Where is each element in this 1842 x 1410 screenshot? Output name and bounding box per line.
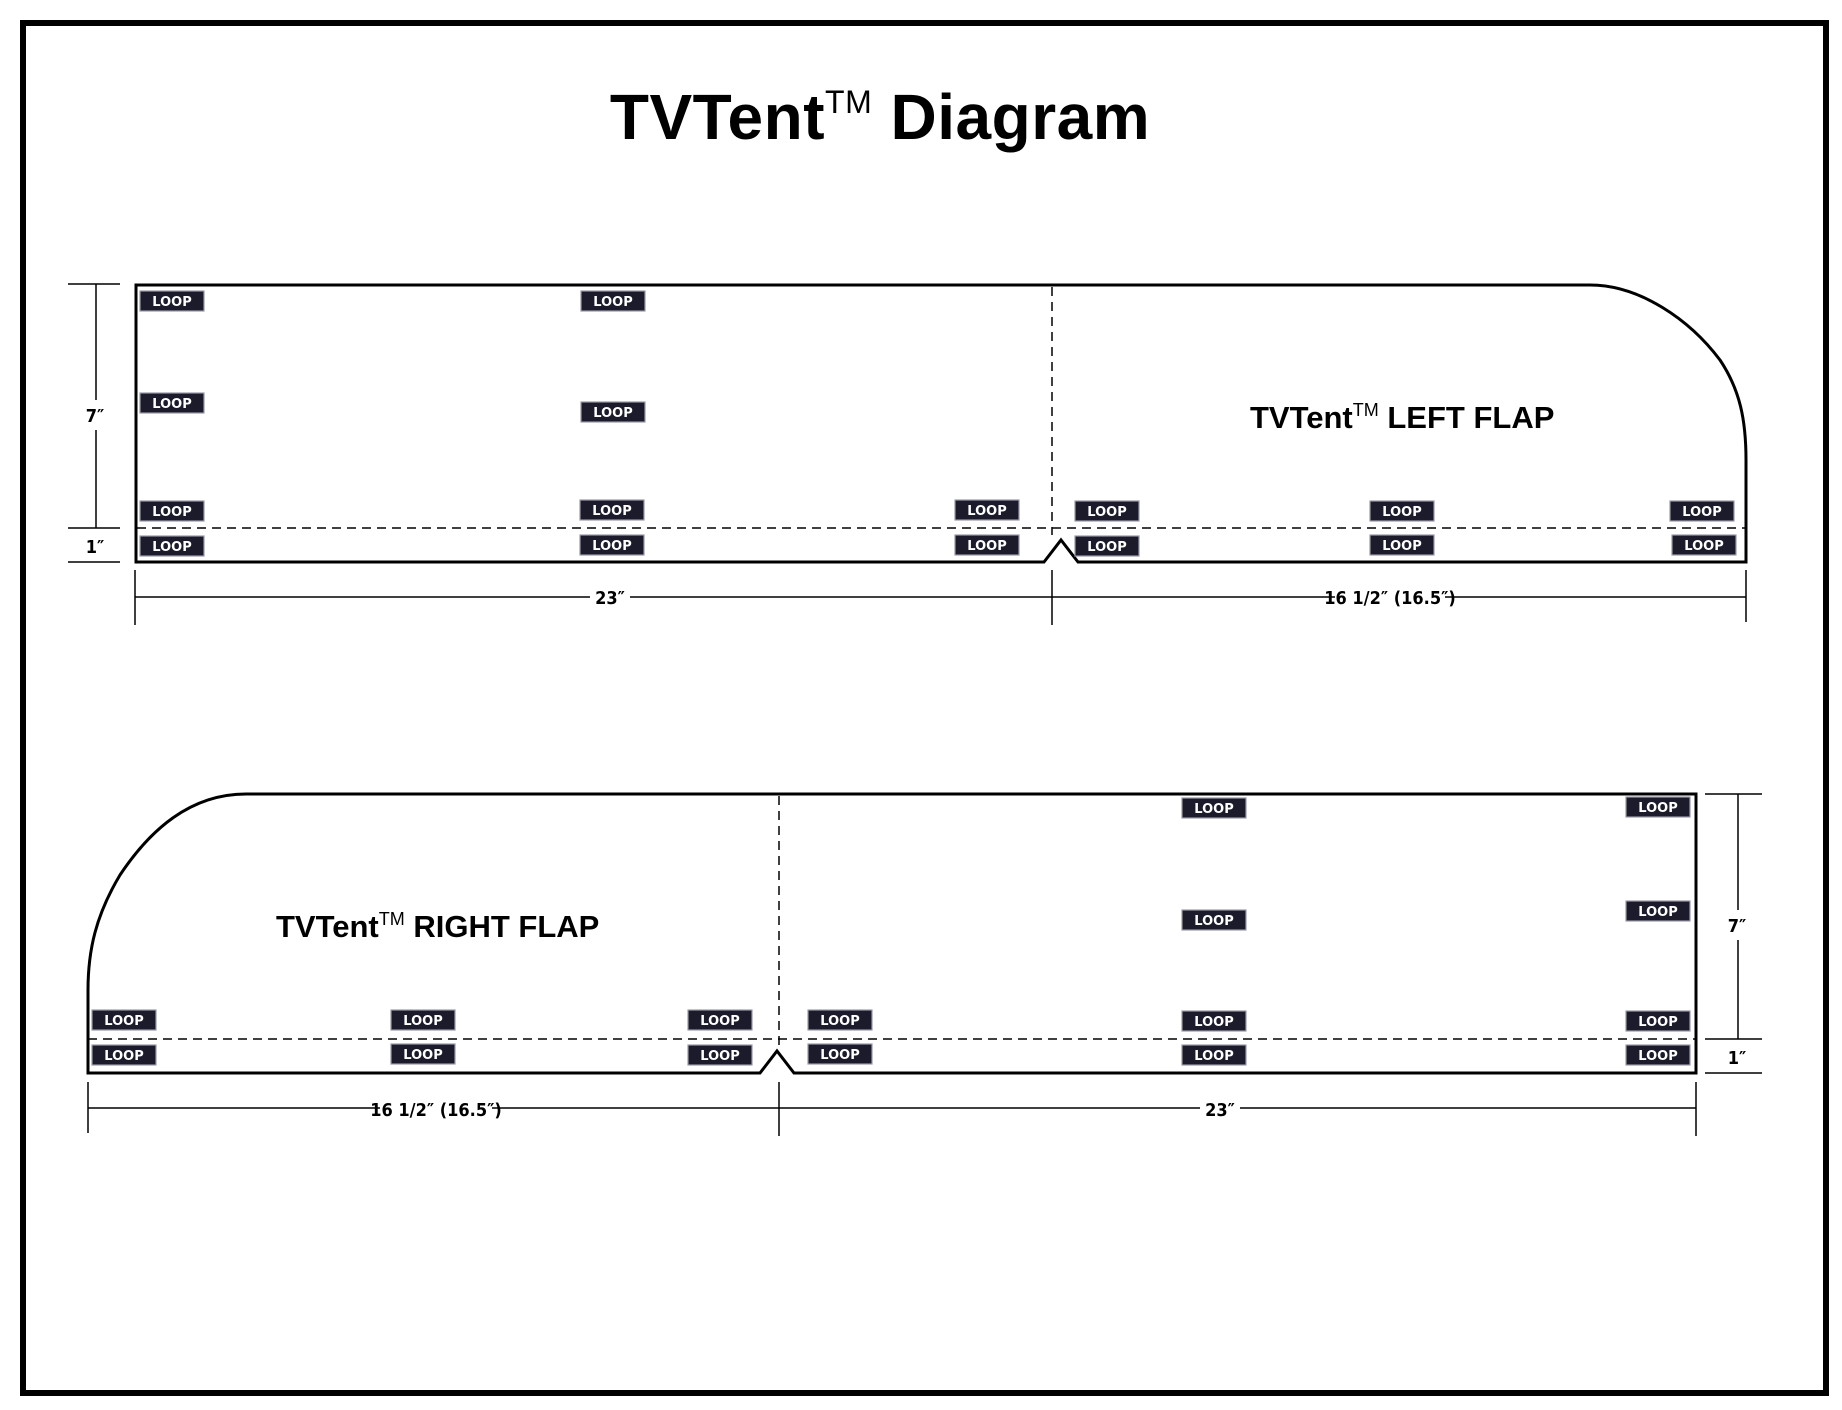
svg-text:LOOP: LOOP: [1638, 801, 1677, 816]
loop-tag: LOOP: [579, 534, 645, 556]
loop-tag: LOOP: [1625, 900, 1691, 922]
loop-tag: LOOP: [1181, 1044, 1247, 1066]
right-panel-outline: [86, 792, 1698, 1075]
left-height-dimension: [68, 283, 120, 563]
svg-text:LOOP: LOOP: [1194, 802, 1233, 817]
svg-text:LOOP: LOOP: [593, 406, 632, 421]
right-height-label: 7″: [1728, 916, 1747, 937]
right-main-width-label: 23″: [1205, 1100, 1235, 1121]
left-panel-outline: [134, 283, 1748, 564]
svg-text:LOOP: LOOP: [152, 505, 191, 520]
loop-tag: LOOP: [1625, 1044, 1691, 1066]
loop-tag: LOOP: [91, 1044, 157, 1066]
svg-text:LOOP: LOOP: [700, 1049, 739, 1064]
svg-text:LOOP: LOOP: [1638, 1049, 1677, 1064]
loop-tag: LOOP: [139, 290, 205, 312]
svg-text:LOOP: LOOP: [1087, 505, 1126, 520]
svg-text:LOOP: LOOP: [152, 540, 191, 555]
svg-text:LOOP: LOOP: [820, 1048, 859, 1063]
loop-tag: LOOP: [1625, 796, 1691, 818]
svg-text:LOOP: LOOP: [1382, 539, 1421, 554]
svg-text:LOOP: LOOP: [967, 539, 1006, 554]
loop-tag: LOOP: [390, 1043, 456, 1065]
loop-tag: LOOP: [1181, 797, 1247, 819]
diagram-title: TVTentTM Diagram: [609, 81, 1151, 153]
right-flap-width-label: 16 1/2″ (16.5″): [370, 1100, 501, 1121]
loop-tag: LOOP: [1671, 534, 1737, 556]
right-height-dimension: [1705, 793, 1762, 1074]
svg-text:LOOP: LOOP: [1382, 505, 1421, 520]
svg-text:LOOP: LOOP: [967, 504, 1006, 519]
svg-text:LOOP: LOOP: [592, 539, 631, 554]
svg-text:LOOP: LOOP: [820, 1014, 859, 1029]
right-flap-panel: TVTentTM RIGHT FLAP 7″ 1″ 16 1/2″ (16.5″…: [86, 792, 1762, 1136]
loop-tag: LOOP: [1369, 500, 1435, 522]
loop-tag: LOOP: [1625, 1010, 1691, 1032]
svg-text:LOOP: LOOP: [1684, 539, 1723, 554]
svg-text:LOOP: LOOP: [1682, 505, 1721, 520]
loop-tag: LOOP: [954, 534, 1020, 556]
loop-tag: LOOP: [1074, 535, 1140, 557]
loop-tag: LOOP: [807, 1043, 873, 1065]
loop-tag: LOOP: [91, 1009, 157, 1031]
loop-tag: LOOP: [579, 499, 645, 521]
svg-text:LOOP: LOOP: [152, 295, 191, 310]
loop-tag: LOOP: [1369, 534, 1435, 556]
svg-text:LOOP: LOOP: [403, 1048, 442, 1063]
diagram-frame: [20, 20, 1829, 1396]
loop-tag: LOOP: [139, 392, 205, 414]
loop-tag: LOOP: [807, 1009, 873, 1031]
right-hem-label: 1″: [1728, 1048, 1747, 1069]
svg-text:LOOP: LOOP: [1638, 1015, 1677, 1030]
svg-text:LOOP: LOOP: [1638, 905, 1677, 920]
svg-text:LOOP: LOOP: [700, 1014, 739, 1029]
loop-tag: LOOP: [139, 535, 205, 557]
svg-text:LOOP: LOOP: [1194, 1015, 1233, 1030]
svg-text:LOOP: LOOP: [152, 397, 191, 412]
loop-tag: LOOP: [1181, 909, 1247, 931]
svg-text:LOOP: LOOP: [1194, 914, 1233, 929]
loop-tag: LOOP: [390, 1009, 456, 1031]
svg-text:LOOP: LOOP: [104, 1014, 143, 1029]
left-main-width-label: 23″: [595, 588, 625, 609]
left-width-dimension: [134, 570, 1747, 625]
left-flap-label: TVTentTM LEFT FLAP: [1250, 400, 1554, 435]
svg-text:LOOP: LOOP: [1194, 1049, 1233, 1064]
svg-text:LOOP: LOOP: [593, 295, 632, 310]
left-flap-width-label: 16 1/2″ (16.5″): [1324, 588, 1455, 609]
loop-tag: LOOP: [139, 500, 205, 522]
loop-tag: LOOP: [1669, 500, 1735, 522]
loop-tag: LOOP: [580, 401, 646, 423]
loop-tag: LOOP: [1181, 1010, 1247, 1032]
svg-text:LOOP: LOOP: [592, 504, 631, 519]
loop-tag: LOOP: [687, 1009, 753, 1031]
left-flap-panel: TVTentTM LEFT FLAP 7″ 1″ 23″ 16 1/2″ (16…: [68, 283, 1748, 625]
loop-tag: LOOP: [1074, 500, 1140, 522]
loop-tag: LOOP: [687, 1044, 753, 1066]
svg-text:LOOP: LOOP: [104, 1049, 143, 1064]
left-height-label: 7″: [86, 406, 105, 427]
svg-text:LOOP: LOOP: [1087, 540, 1126, 555]
left-hem-label: 1″: [86, 537, 105, 558]
loop-tag: LOOP: [954, 499, 1020, 521]
svg-text:LOOP: LOOP: [403, 1014, 442, 1029]
right-flap-label: TVTentTM RIGHT FLAP: [276, 909, 599, 944]
loop-tag: LOOP: [580, 290, 646, 312]
right-width-dimension: [87, 1082, 1697, 1136]
